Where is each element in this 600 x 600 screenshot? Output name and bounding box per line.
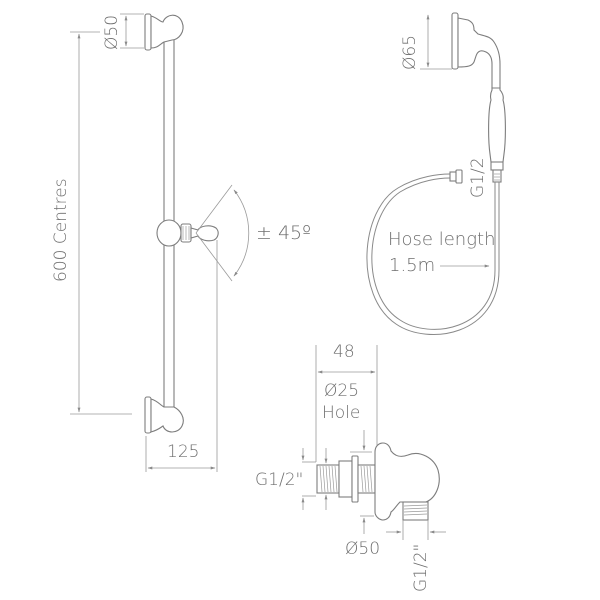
riser-rail <box>70 13 250 472</box>
bracket-diameter-label: Ø50 <box>102 14 122 50</box>
wall-outlet-elbow <box>301 345 446 540</box>
bottom-wall-bracket <box>144 396 184 434</box>
slider-body <box>156 219 219 247</box>
handset-diameter-label: Ø65 <box>400 34 420 70</box>
handset <box>420 12 506 183</box>
centres-label: 600 Centres <box>51 178 71 282</box>
angle-line-upper <box>195 184 233 234</box>
hose-length-value: 1.5m <box>389 255 436 276</box>
handset-connection-label: G1/2 <box>468 157 488 198</box>
hose-length-label: Hose length <box>388 229 496 250</box>
hole-diameter-label: Ø25 <box>324 381 360 401</box>
top-wall-bracket <box>144 13 184 51</box>
angle-arc <box>233 189 250 277</box>
angle-line-lower <box>195 232 233 282</box>
projection-label: 125 <box>167 442 200 462</box>
outlet-depth-label: 48 <box>333 342 355 362</box>
outlet-thread-label: G1/2" <box>411 543 431 592</box>
inlet-thread-label: G1/2" <box>255 470 304 490</box>
flange-diameter-label: Ø50 <box>345 539 381 559</box>
hose <box>366 169 500 335</box>
angle-label: ± 45º <box>256 222 312 244</box>
hole-label: Hole <box>322 403 361 423</box>
